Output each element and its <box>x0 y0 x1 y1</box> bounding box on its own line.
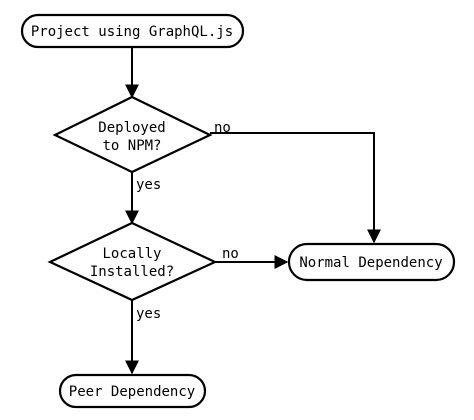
start-node: Project using GraphQL.js <box>20 13 245 49</box>
edge-label-decision2-yes: yes <box>136 306 161 322</box>
decision2-line2: Installed? <box>90 264 174 280</box>
edge-decision1-no <box>210 132 381 244</box>
decision2-line1: Locally <box>102 246 161 262</box>
peer-dependency-node: Peer Dependency <box>58 373 207 409</box>
peer-dependency-label: Peer Dependency <box>69 384 195 400</box>
normal-dependency-label: Normal Dependency <box>299 255 442 271</box>
decision-deployed-to-npm: Deployed to NPM? <box>52 95 213 174</box>
normal-dependency-node: Normal Dependency <box>287 242 456 282</box>
edge-label-decision1-no: no <box>214 120 231 136</box>
edge-label-decision1-yes: yes <box>136 177 161 193</box>
edge-label-decision2-no: no <box>222 246 239 262</box>
decision-locally-installed: Locally Installed? <box>47 221 218 302</box>
decision1-line1: Deployed <box>98 120 165 136</box>
decision1-line2: to NPM? <box>102 138 161 154</box>
start-label: Project using GraphQL.js <box>31 24 233 40</box>
